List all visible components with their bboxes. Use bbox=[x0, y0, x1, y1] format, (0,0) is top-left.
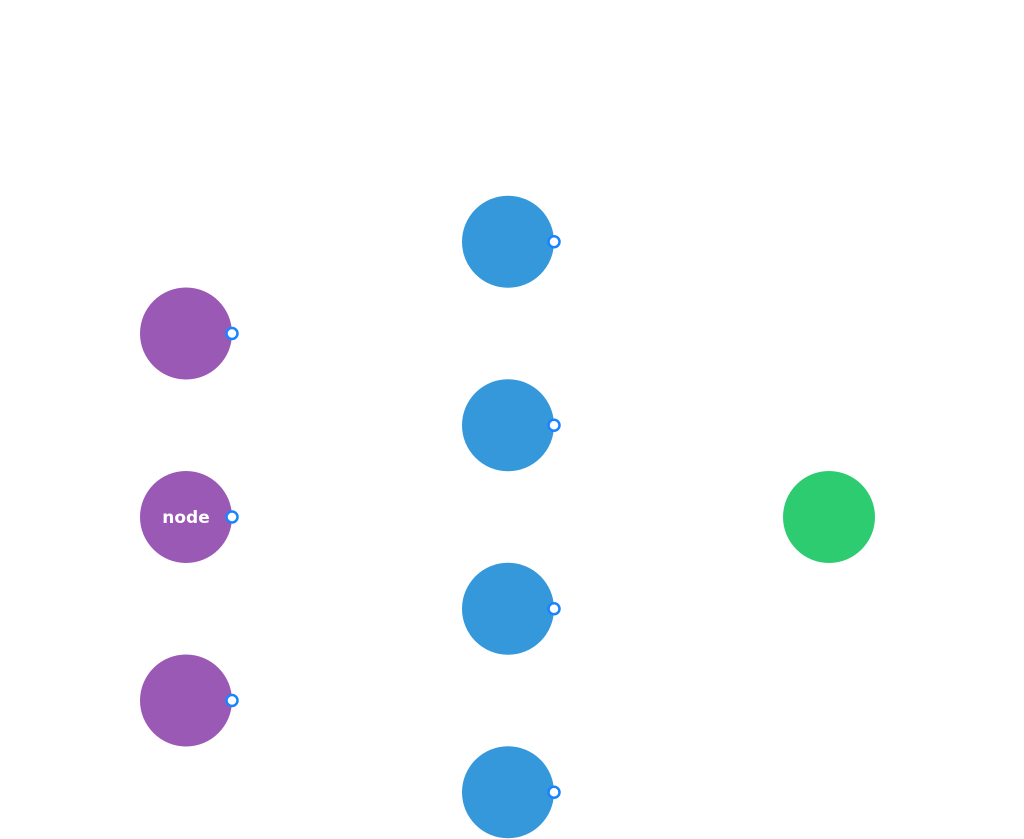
output-node-circle[interactable] bbox=[783, 471, 875, 563]
hidden-node-circle[interactable] bbox=[462, 379, 554, 472]
node-label: node bbox=[162, 508, 209, 528]
input-node[interactable] bbox=[140, 287, 239, 380]
input-node-circle[interactable] bbox=[140, 287, 232, 380]
input-node[interactable]: node bbox=[140, 471, 239, 563]
connection-handle[interactable] bbox=[547, 235, 561, 249]
hidden-node[interactable] bbox=[462, 195, 561, 288]
hidden-node[interactable] bbox=[462, 562, 561, 655]
hidden-node-circle[interactable] bbox=[462, 562, 554, 655]
connection-handle[interactable] bbox=[225, 693, 239, 708]
hidden-node-circle[interactable] bbox=[462, 746, 554, 839]
connection-handle[interactable] bbox=[225, 510, 239, 524]
connection-handle[interactable] bbox=[547, 785, 561, 799]
connection-handle[interactable] bbox=[547, 418, 561, 432]
input-node-circle[interactable] bbox=[140, 654, 232, 747]
connection-handle[interactable] bbox=[225, 326, 239, 341]
input-node-circle[interactable] bbox=[140, 471, 232, 563]
hidden-node[interactable] bbox=[462, 746, 561, 839]
connection-handle[interactable] bbox=[547, 602, 561, 616]
hidden-node-circle[interactable] bbox=[462, 195, 554, 288]
output-node[interactable] bbox=[783, 471, 875, 563]
nodes-layer: node bbox=[140, 195, 875, 839]
input-node[interactable] bbox=[140, 654, 239, 747]
hidden-node[interactable] bbox=[462, 379, 561, 472]
